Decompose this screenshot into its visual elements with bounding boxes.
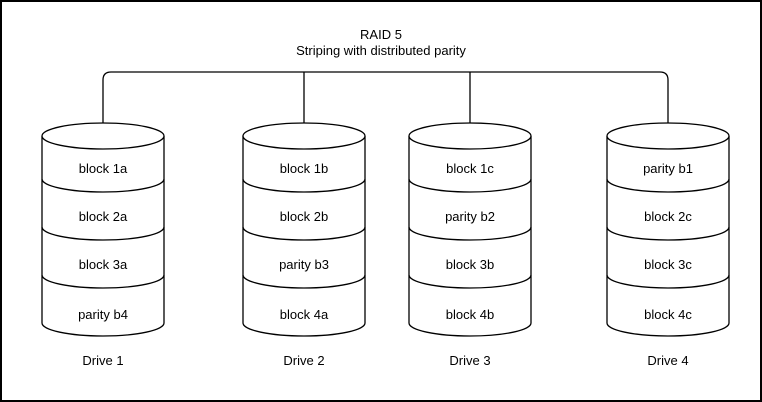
block-label: block 2a bbox=[79, 209, 128, 224]
block-label: block 4b bbox=[446, 307, 494, 322]
drive-1: block 1a block 2a block 3a parity b4 Dri… bbox=[41, 122, 165, 382]
block-label: parity b2 bbox=[445, 209, 495, 224]
segment-divider bbox=[408, 226, 532, 241]
drive-4-cylinder-shape: parity b1 block 2c block 3c block 4c bbox=[606, 122, 730, 337]
segment-divider bbox=[606, 226, 730, 241]
segment-divider bbox=[606, 274, 730, 289]
block-label: parity b1 bbox=[643, 161, 693, 176]
block-label: block 4a bbox=[280, 307, 329, 322]
segment-divider bbox=[408, 178, 532, 193]
segment-divider bbox=[242, 178, 366, 193]
block-label: block 3a bbox=[79, 257, 128, 272]
segment-divider bbox=[408, 274, 532, 289]
segment-divider bbox=[41, 274, 165, 289]
block-label: block 1c bbox=[446, 161, 494, 176]
drive-label: Drive 2 bbox=[283, 353, 325, 368]
cylinder-top-ellipse bbox=[41, 122, 165, 150]
drive-2-cylinder-shape: block 1b block 2b parity b3 block 4a bbox=[242, 122, 366, 337]
drive-3: block 1c parity b2 block 3b block 4b Dri… bbox=[408, 122, 532, 382]
block-label: block 3b bbox=[446, 257, 494, 272]
segment-divider bbox=[242, 226, 366, 241]
diagram-subtitle: Striping with distributed parity bbox=[296, 43, 466, 58]
block-label: block 2b bbox=[280, 209, 328, 224]
drive-label: Drive 1 bbox=[82, 353, 124, 368]
bus-connector-path bbox=[102, 71, 669, 124]
block-label: block 1a bbox=[79, 161, 128, 176]
drive-label: Drive 4 bbox=[647, 353, 689, 368]
segment-divider bbox=[606, 178, 730, 193]
cylinder-top-ellipse bbox=[606, 122, 730, 150]
block-label: block 4c bbox=[644, 307, 692, 322]
drive-label: Drive 3 bbox=[449, 353, 491, 368]
block-label: block 3c bbox=[644, 257, 692, 272]
diagram-title: RAID 5 bbox=[360, 27, 402, 42]
block-label: block 2c bbox=[644, 209, 692, 224]
block-label: parity b4 bbox=[78, 307, 128, 322]
segment-divider bbox=[242, 274, 366, 289]
title-block: RAID 5 Striping with distributed parity bbox=[2, 27, 760, 59]
cylinder-top-ellipse bbox=[408, 122, 532, 150]
drive-1-cylinder-shape: block 1a block 2a block 3a parity b4 bbox=[41, 122, 165, 337]
drive-4: parity b1 block 2c block 3c block 4c Dri… bbox=[606, 122, 730, 382]
segment-divider bbox=[41, 226, 165, 241]
block-label: parity b3 bbox=[279, 257, 329, 272]
cylinder-top-ellipse bbox=[242, 122, 366, 150]
drive-3-cylinder-shape: block 1c parity b2 block 3b block 4b bbox=[408, 122, 532, 337]
segment-divider bbox=[41, 178, 165, 193]
block-label: block 1b bbox=[280, 161, 328, 176]
drive-2: block 1b block 2b parity b3 block 4a Dri… bbox=[242, 122, 366, 382]
